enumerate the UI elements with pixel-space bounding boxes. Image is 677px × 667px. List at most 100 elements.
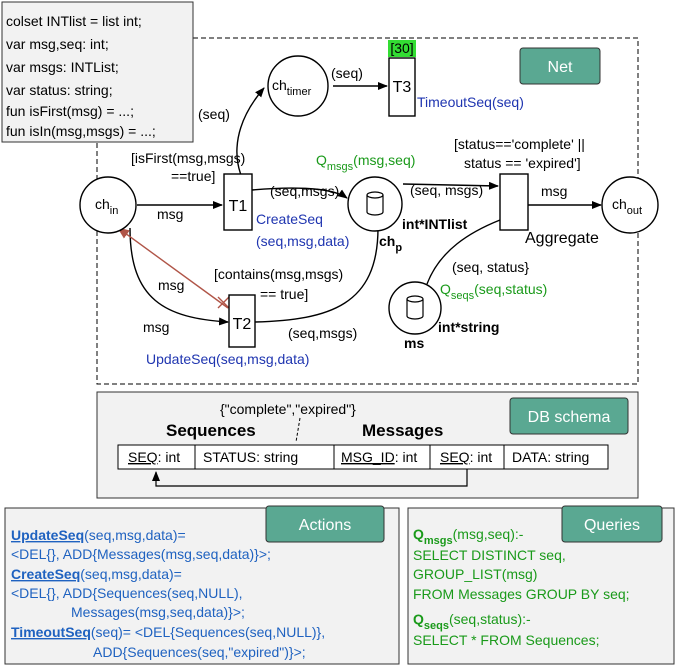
- svg-text:<DEL{}, ADD{Messages(msg,seq,d: <DEL{}, ADD{Messages(msg,seq,data)}>;: [11, 546, 271, 562]
- arc-t2-chin-red: [117, 227, 229, 309]
- arc-chin-t2: [129, 227, 229, 326]
- place-ms-type: int*string: [438, 319, 499, 335]
- database-icon: [366, 195, 384, 216]
- svg-text:Net: Net: [548, 59, 573, 76]
- query-seqs-label: Qseqs(seq,status): [440, 281, 547, 302]
- decl-line: fun isFirst(msg) = ...;: [6, 103, 134, 119]
- svg-text:chin: chin: [95, 196, 118, 217]
- arc-label: msg: [143, 319, 169, 335]
- guard-t1: ==true]: [171, 168, 215, 184]
- guard-aggregate: status == 'expired']: [464, 155, 581, 171]
- col-msg-id: MSG_ID: int: [341, 449, 417, 465]
- arc-cross-mark: [217, 296, 230, 309]
- svg-text:GROUP_LIST(msg): GROUP_LIST(msg): [413, 566, 537, 582]
- db-schema-label: DB schema: [528, 409, 611, 426]
- place-ch-out: chout: [601, 176, 659, 234]
- aggregate-label: Aggregate: [525, 230, 599, 247]
- guard-t2: [contains(msg,msgs): [214, 266, 343, 282]
- svg-text:T1: T1: [229, 198, 248, 215]
- transition-t2: T2: [228, 294, 256, 348]
- guard-t1: [isFirst(msg,msgs): [131, 150, 245, 166]
- place-ch-in: chin: [79, 176, 137, 234]
- arc-label: msg: [541, 183, 567, 199]
- place-ch-p: chp int*INTlist: [347, 176, 468, 254]
- table-messages-title: Messages: [362, 421, 443, 440]
- db-schema-label-box: [509, 397, 629, 435]
- svg-text:CreateSeq(seq,msg,data)=: CreateSeq(seq,msg,data)=: [11, 566, 182, 582]
- transition-t1: T1: [223, 173, 253, 231]
- place-ch-p-label: ch: [379, 233, 395, 249]
- decl-line: var status: string;: [6, 82, 113, 98]
- place-ch-in-label: ch: [95, 196, 110, 212]
- arc-chp-t2: [254, 227, 379, 323]
- svg-text:chtimer: chtimer: [272, 77, 312, 98]
- arc-label: (seq): [198, 106, 230, 122]
- timer-tag: [30]: [388, 40, 416, 57]
- arc-label: (seq,msgs): [270, 183, 339, 199]
- svg-text:T3: T3: [393, 79, 412, 96]
- arc-label: msg: [157, 206, 183, 222]
- arc-label: (seq, status}: [452, 259, 529, 275]
- action-create-seq: CreateSeq: [256, 211, 323, 227]
- place-ch-out-label: ch: [612, 196, 627, 212]
- arc-t1-chp: [251, 187, 348, 199]
- queries-label-box: [561, 505, 663, 543]
- decl-line: var msgs: INTList;: [6, 59, 119, 75]
- col-seq-fk: SEQ: int: [440, 449, 492, 465]
- action-create-seq-params: (seq,msg,data): [256, 233, 349, 249]
- queries-label: Queries: [584, 517, 640, 534]
- action-update-seq: UpdateSeq(seq,msg,data): [146, 351, 309, 367]
- svg-text:chp: chp: [379, 233, 402, 254]
- foreign-key-arrow: [152, 469, 468, 487]
- action-timeout-seq: TimeoutSeq(seq): [417, 94, 524, 110]
- database-icon: [406, 299, 424, 320]
- place-ch-p-sub: p: [395, 242, 402, 254]
- arc-chp-aggregate: [402, 181, 499, 190]
- arc-label: msg: [158, 277, 184, 293]
- arc-ms-aggregate: [426, 219, 501, 285]
- svg-text:FROM Messages GROUP BY seq;: FROM Messages GROUP BY seq;: [413, 586, 630, 602]
- place-ch-timer-sub: timer: [287, 86, 312, 98]
- svg-text:TimeoutSeq(seq)= <DEL{Sequence: TimeoutSeq(seq)= <DEL{Sequences(seq,NULL…: [11, 624, 325, 640]
- transition-aggregate: Aggregate: [499, 173, 599, 247]
- place-ch-timer-label: ch: [272, 77, 287, 93]
- actions-label-box: [265, 505, 385, 543]
- svg-text:T2: T2: [233, 316, 252, 333]
- guard-t2: == true]: [260, 286, 308, 302]
- svg-text:Qmsgs(msg,seq):-: Qmsgs(msg,seq):-: [413, 526, 524, 547]
- place-ch-out-sub: out: [627, 205, 642, 217]
- place-ch-p-type: int*INTlist: [402, 216, 468, 232]
- enum-note: {"complete","expired"}: [220, 401, 356, 417]
- arc-label: (seq): [331, 65, 363, 81]
- decl-line: colset INTlist = list int;: [6, 13, 142, 29]
- arc-label: (seq, msgs): [410, 182, 483, 198]
- svg-text:<DEL{}, ADD{Sequences(seq,NULL: <DEL{}, ADD{Sequences(seq,NULL),: [11, 585, 243, 601]
- col-status: STATUS: string: [203, 449, 298, 465]
- transition-t3: T3: [388, 57, 416, 117]
- table-sequences-title: Sequences: [166, 421, 256, 440]
- decl-line: fun isIn(msg,msgs) = ...;: [6, 123, 156, 139]
- svg-text:SELECT * FROM Sequences;: SELECT * FROM Sequences;: [413, 632, 599, 648]
- place-ch-in-sub: in: [110, 205, 119, 217]
- queries-panel: Queries Qmsgs(msg,seq):- SELECT DISTINCT…: [407, 505, 675, 665]
- query-msgs-label: Qmsgs(msg,seq): [316, 152, 415, 173]
- svg-text:[30]: [30]: [390, 40, 413, 56]
- svg-text:ADD{Sequences(seq,"expired")}>: ADD{Sequences(seq,"expired")}>;: [93, 644, 306, 660]
- declarations-box: colset INTlist = list int; var msg,seq: …: [1, 1, 194, 143]
- net-label: Net: [519, 47, 601, 85]
- svg-text:UpdateSeq(seq,msg,data)=: UpdateSeq(seq,msg,data)=: [11, 527, 186, 543]
- actions-panel: Actions UpdateSeq(seq,msg,data)= <DEL{},…: [4, 505, 400, 665]
- decl-line: var msg,seq: int;: [6, 36, 109, 52]
- db-schema-panel: DB schema {"complete","expired"} Sequenc…: [96, 391, 639, 499]
- svg-text:Qseqs(seq,status):-: Qseqs(seq,status):-: [413, 611, 531, 632]
- svg-text:Messages(msg,seq,data)}>;: Messages(msg,seq,data)}>;: [71, 604, 245, 620]
- svg-text:chout: chout: [612, 196, 642, 217]
- col-data: DATA: string: [512, 449, 589, 465]
- col-seq: SEQ: int: [128, 449, 180, 465]
- place-ch-timer: chtimer: [267, 55, 329, 117]
- actions-label: Actions: [299, 517, 351, 534]
- svg-text:SELECT DISTINCT seq,: SELECT DISTINCT seq,: [413, 547, 566, 563]
- guard-aggregate: [status=='complete' ||: [454, 136, 585, 152]
- place-ms-label: ms: [404, 335, 424, 351]
